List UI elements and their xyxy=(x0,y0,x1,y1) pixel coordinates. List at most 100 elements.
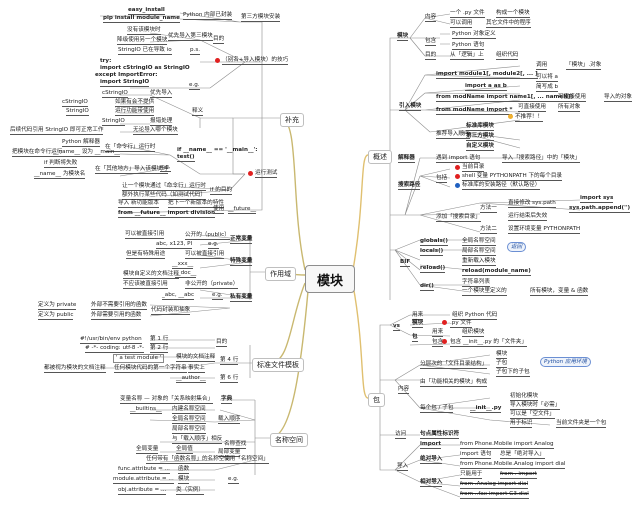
node-all-obj: 所有对象 xyxy=(558,104,581,112)
node-module-unit: 构成一个模块 xyxy=(496,10,530,18)
node-can-empty: 可以是「空文件」 xyxy=(510,411,555,419)
node-global-val: 全局值 xyxy=(176,446,193,454)
node-try1: import cStringIO as StringIO xyxy=(100,65,190,71)
node-direct-mod: 直接修改 sys.path xyxy=(508,200,556,208)
node-yinru: 引入模块 xyxy=(399,103,422,111)
node-only: 只能用于 xyxy=(460,471,483,479)
node-l2: 第 2 行 xyxy=(150,345,169,353)
node-modules: 模块 xyxy=(496,351,508,359)
node-no-module: 没有该模块时 xyxy=(127,27,161,35)
node-baohan: 包含 xyxy=(432,339,444,347)
node-pkg-dir: 组织模块 xyxy=(462,329,485,337)
node-obj-attr: obj.attribute = ... xyxy=(118,487,167,495)
node-always-abs: 总是「绝对导入」 xyxy=(500,451,545,459)
node-any-str: 任何模块代码的第一个字符串 xyxy=(114,365,187,373)
topic-moban[interactable]: 标准文件模板 xyxy=(252,358,304,372)
star-icon xyxy=(442,339,447,344)
node-cs1v: 优先导入 xyxy=(150,90,173,98)
node-visit: 访问 xyxy=(395,431,407,439)
node-mudi2: 目的 xyxy=(216,339,228,347)
node-hier: 分层次的「文件目录结构」 xyxy=(420,361,488,369)
node-cs4: StringIO xyxy=(102,118,125,126)
node-py-file: .py 文件 xyxy=(450,320,472,328)
node-actual: 事实上 xyxy=(188,365,205,373)
topic-zuoyongyu[interactable]: 作用域 xyxy=(265,267,296,281)
node-abc: abc, x123, PI xyxy=(156,241,193,249)
node-add-path: 添加「搜索目录」 xyxy=(436,214,481,222)
node-no-direct: 不应该被直接引用 xyxy=(123,281,168,289)
star-icon xyxy=(248,171,253,176)
node-author-note: 都被视为模块的文档注释 xyxy=(44,365,106,373)
node-from-anl: from .Analog import dial xyxy=(460,481,529,489)
warning-icon xyxy=(508,114,513,119)
node-cs4v: 报错处理 xyxy=(150,118,173,126)
node-dir: dir() xyxy=(420,283,434,291)
node-subpkg: 子包 xyxy=(496,360,508,368)
node-import-ref: 可以调用 xyxy=(450,20,473,28)
node-func-space: 任何带有「函数名称」的名称空间 xyxy=(146,456,230,464)
node-std: 标准库模块 xyxy=(466,123,494,131)
node-extra: 额外执行某些代码（如测试代码） xyxy=(122,192,206,200)
node-from-phone2: from Phone.Mobile.Analog import dial xyxy=(460,461,566,469)
node-str-list: 字符串列表 xyxy=(462,279,490,287)
node-third-install: 第三方模块安装 xyxy=(241,14,281,22)
node-shiyi: 释义 xyxy=(192,108,204,116)
node-code-encap: 代码封装和抽象 xyxy=(151,307,191,315)
node-import-mod: import module1[, module2[, ... ] xyxy=(436,71,538,79)
node-unix: 标准库的安装路径（默认路径） xyxy=(462,182,541,190)
node-eg-d: e.g. xyxy=(228,476,239,484)
node-set-env: 设置环境变量 PYTHONPATH xyxy=(508,226,581,234)
node-alias-b: 简写成 b xyxy=(536,84,559,92)
node-other-code: 其它文件中的程序 xyxy=(486,20,531,28)
node-test: test() xyxy=(177,154,195,162)
node-local-ns: 局部名称空间 xyxy=(172,426,206,434)
node-private-var: 私有变量 xyxy=(230,294,253,302)
node-import-order: 载入顺序 xyxy=(218,416,241,424)
topic-gaishu[interactable]: 概述 xyxy=(368,150,392,164)
node-vs: vs xyxy=(393,323,400,331)
node-import2: import xyxy=(420,441,442,449)
node-interp: 解释器 xyxy=(398,155,415,163)
node-mokuai: 模块 xyxy=(397,33,409,41)
node-imp-sys: import sys xyxy=(580,195,614,203)
node-local-var: 局部变量 xyxy=(218,449,241,457)
topic-buchong[interactable]: 补充 xyxy=(280,113,304,127)
node-global-ns: 全局名称空间 xyxy=(172,416,206,424)
node-easy-install: easy_install xyxy=(128,7,165,15)
node-rel-import: 相对导入 xyxy=(420,479,443,487)
node-from-import: from modName import name1[, ... nameN]] xyxy=(436,94,573,102)
info-icon xyxy=(455,183,460,188)
node-direct-use2: 可直接使用 xyxy=(558,94,586,102)
node-abs-import: 绝对导入 xyxy=(420,456,443,464)
node-var-obj: 变量名称 — 对象的「关系映射集合」 xyxy=(120,396,214,404)
node-cond: if __name__ == '__main__': xyxy=(177,147,258,153)
node-import-as: import a as b xyxy=(465,83,507,91)
node-if-judge: if 判断将失败 xyxy=(44,160,78,168)
node-alias: （别名+导入模块）的技巧 xyxy=(222,57,289,65)
topic-bao[interactable]: 包 xyxy=(368,393,385,407)
node-fallback: 降级使用另一个模块 xyxy=(117,37,168,45)
node-can-use: 可直接使用 xyxy=(518,104,546,112)
node-use-ns: 使用「名称空间」 xyxy=(224,456,269,464)
node-normal-var: 正常变量 xyxy=(230,236,253,244)
node-mudi: 目的 xyxy=(213,36,225,44)
node-doc: __doc__ xyxy=(175,270,197,278)
node-content: 内容 xyxy=(425,14,437,22)
node-special-var: 特殊变量 xyxy=(230,258,253,266)
node-l4: 第 4 行 xyxy=(220,357,239,365)
node-and-import: 与「载入顺序」相反 xyxy=(172,436,223,444)
node-from-dd: from ..fax import G3.dial xyxy=(460,491,529,499)
topic-mingmingkongjian[interactable]: 名称空间 xyxy=(270,433,308,447)
node-use-purpose2: 用来 xyxy=(432,329,444,337)
node-by-init: 由「功能相关的模块」构成 xyxy=(420,379,488,387)
node-ds: ' a test module ' xyxy=(113,354,165,363)
node-name-mod: __name__ 为模块名 xyxy=(34,171,86,179)
node-init-file: 包含 __init__.py 的「文件夹」 xyxy=(450,339,527,347)
node-l1: 第 1 行 xyxy=(150,336,169,344)
node-subpkg-sub: 子包下的子包 xyxy=(496,369,530,377)
node-mokuai2: 模块 xyxy=(412,320,424,328)
node-cs3v: 运行功能带使用 xyxy=(115,108,155,116)
node-run-fail: 运行结束后失效 xyxy=(508,213,548,221)
node-cur-dir-pkg: 当前文件夹是一个包 xyxy=(556,420,607,428)
